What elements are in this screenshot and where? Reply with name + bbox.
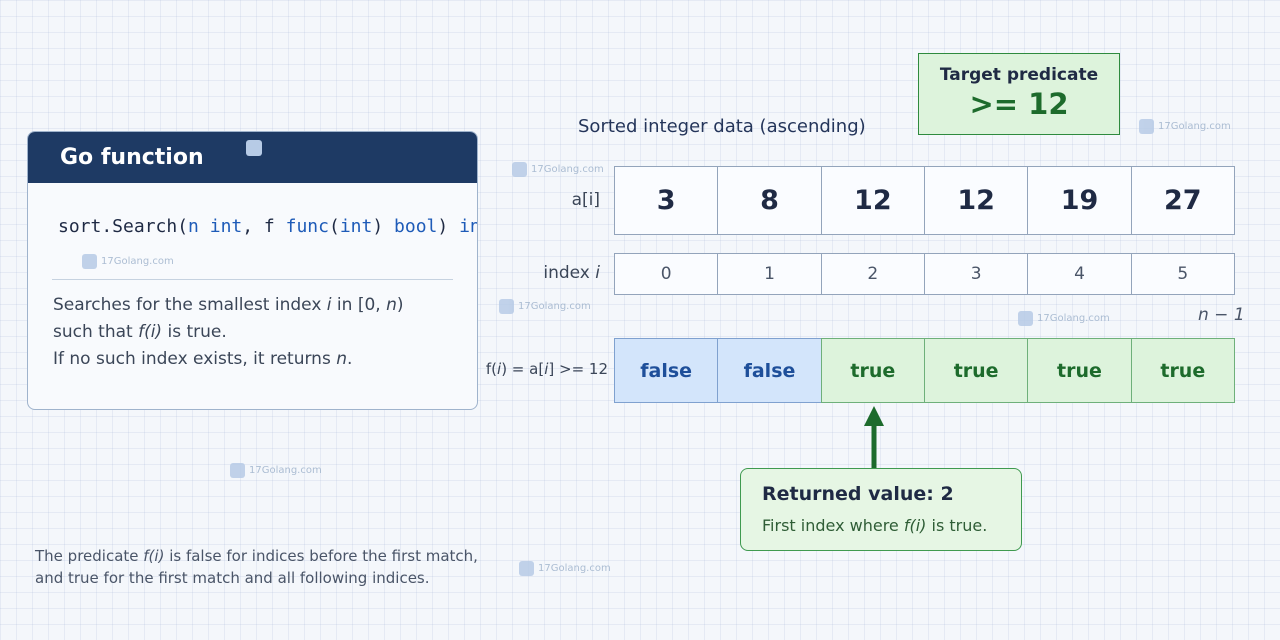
watermark: 17Golang.com — [519, 561, 611, 576]
index-cell: 3 — [923, 253, 1029, 295]
values-row: 3 8 12 12 19 27 — [614, 166, 1235, 235]
watermark: 17Golang.com — [1018, 311, 1110, 326]
go-function-card: Go function sort.Search(n int, f func(in… — [27, 131, 478, 410]
result-title: Returned value: 2 — [762, 483, 954, 505]
predicate-cell-true: true — [820, 338, 925, 403]
function-signature: sort.Search(n int, f func(int) bool) int — [58, 216, 477, 237]
value-cell: 19 — [1027, 166, 1132, 235]
watermark-logo-icon — [246, 140, 262, 156]
watermark: 17Golang.com — [499, 299, 591, 314]
index-row: 0 1 2 3 4 5 — [614, 253, 1235, 295]
index-cell: 2 — [820, 253, 925, 295]
index-cell: 1 — [717, 253, 822, 295]
note-line-2: and true for the first match and all fol… — [35, 569, 430, 587]
value-cell: 27 — [1130, 166, 1235, 235]
watermark: 17Golang.com — [1139, 119, 1231, 134]
card-divider — [52, 279, 453, 280]
watermark: 17Golang.com — [512, 162, 604, 177]
description-line-2: such that f(i) is true. — [53, 322, 227, 342]
predicate-cell-false: false — [717, 338, 822, 403]
array-title: Sorted integer data (ascending) — [578, 116, 866, 137]
predicate-cell-false: false — [614, 338, 719, 403]
predicate-cell-true: true — [1130, 338, 1235, 403]
value-cell: 12 — [820, 166, 925, 235]
watermark-logo-icon — [1139, 119, 1154, 134]
watermark-logo-icon — [499, 299, 514, 314]
values-row-label: a[i] — [571, 190, 600, 210]
watermark: 17Golang.com — [82, 254, 174, 269]
result-description: First index where f(i) is true. — [762, 516, 988, 535]
returned-value-box: Returned value: 2 First index where f(i)… — [740, 468, 1022, 551]
watermark-logo-icon — [82, 254, 97, 269]
watermark-logo-icon — [1018, 311, 1033, 326]
predicate-cell-true: true — [923, 338, 1029, 403]
target-value: >= 12 — [969, 87, 1069, 121]
index-row-label: index i — [543, 263, 600, 283]
value-cell: 12 — [923, 166, 1029, 235]
description-line-1: Searches for the smallest index i in [0,… — [53, 295, 404, 315]
watermark-logo-icon — [230, 463, 245, 478]
value-cell: 3 — [614, 166, 719, 235]
target-label: Target predicate — [939, 65, 1099, 85]
index-cell: 0 — [614, 253, 719, 295]
n-minus-one-label: n − 1 — [1198, 305, 1245, 325]
target-predicate-box: Target predicate >= 12 — [918, 53, 1120, 135]
value-cell: 8 — [717, 166, 822, 235]
predicate-cell-true: true — [1027, 338, 1132, 403]
index-cell: 5 — [1130, 253, 1235, 295]
note-line-1: The predicate f(i) is false for indices … — [35, 547, 478, 565]
index-cell: 4 — [1027, 253, 1132, 295]
watermark-logo-icon — [512, 162, 527, 177]
watermark-logo-icon — [519, 561, 534, 576]
predicate-row-label: f(i) = a[i] >= 12 — [485, 360, 608, 378]
watermark: 17Golang.com — [230, 463, 322, 478]
predicate-row: false false true true true true — [614, 338, 1235, 403]
up-arrow-icon — [864, 406, 884, 469]
description-line-3: If no such index exists, it returns n. — [53, 349, 353, 369]
